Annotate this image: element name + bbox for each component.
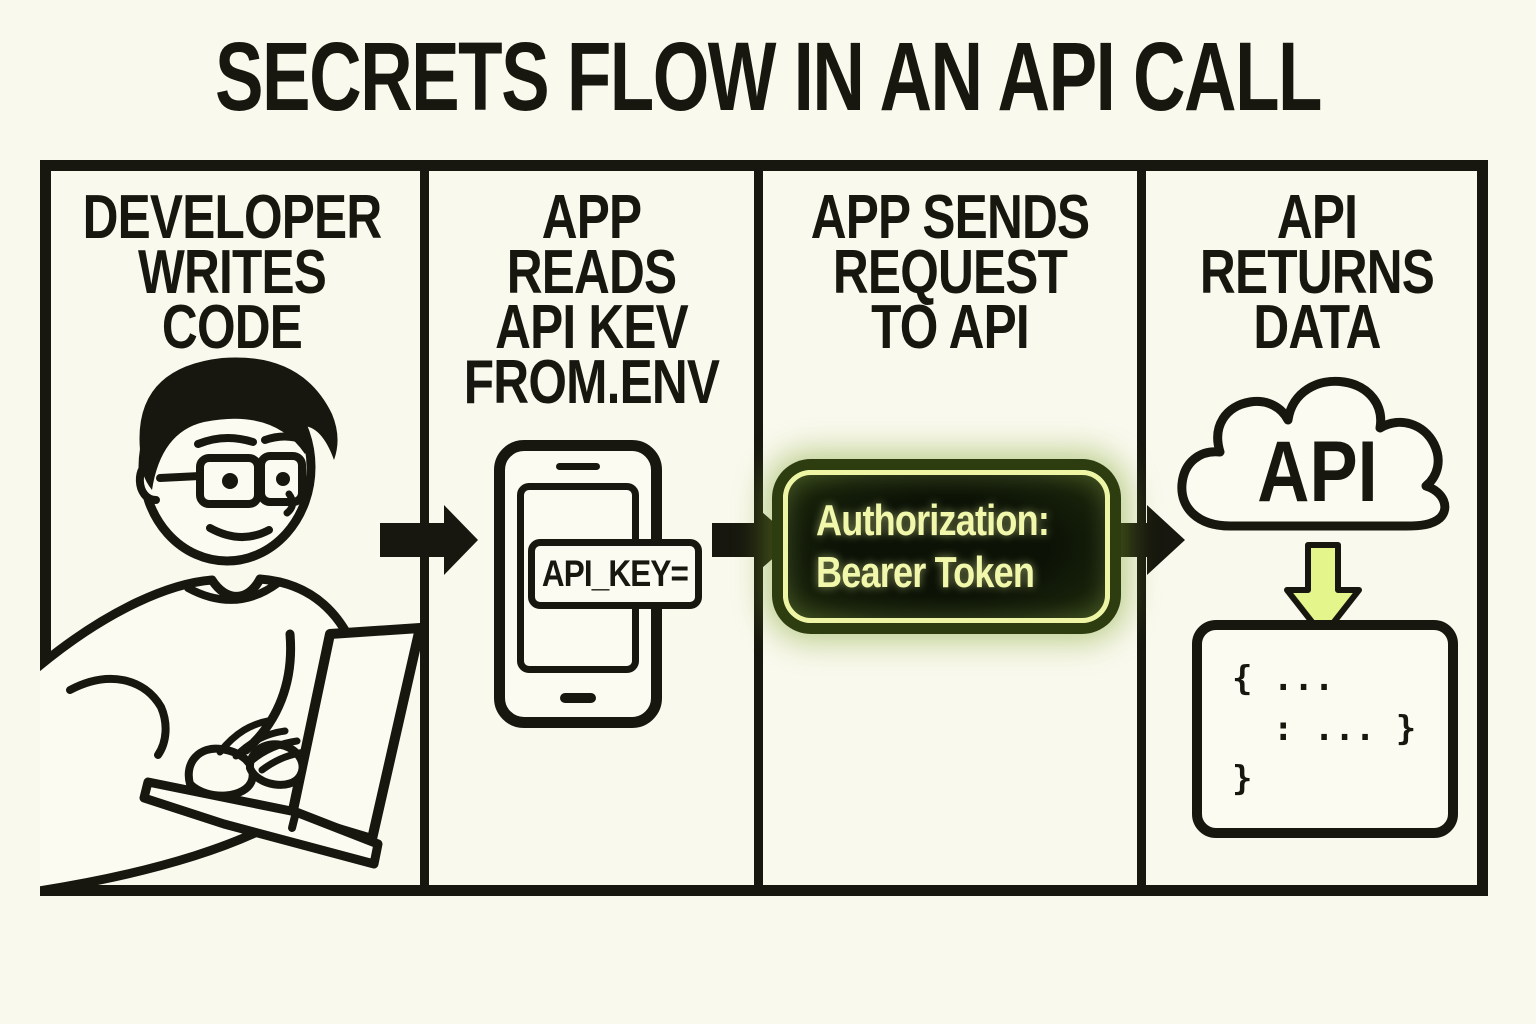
json-line: : ... } — [1232, 709, 1417, 749]
panel-1-heading: DEVELOPER WRITES CODE — [78, 183, 385, 362]
panel-4-heading: API RETURNS DATA — [1180, 183, 1454, 362]
sleeve-line — [66, 674, 170, 759]
cloud-outline — [1177, 376, 1450, 531]
api-key-label-text: API_KEY= — [541, 553, 689, 594]
finger-line — [258, 748, 309, 774]
heading-line: API KEV — [495, 293, 689, 362]
smile — [206, 524, 273, 542]
developer-at-laptop-illustration — [40, 357, 424, 890]
flow-arrow-2-icon — [712, 505, 794, 575]
heading-line: TO API — [871, 293, 1030, 362]
laptop-hinge-line — [288, 808, 300, 832]
panel-2-heading: APP READS API KEV FROM.ENV — [462, 183, 722, 417]
response-arrow-icon — [1284, 542, 1362, 639]
shirt-collar-line — [184, 579, 282, 604]
page-title: SECRETS FLOW IN AN API CALL — [215, 22, 1322, 131]
nose — [283, 490, 296, 517]
finger-line — [232, 727, 289, 760]
heading-line: READS — [506, 238, 677, 307]
heading-line: DEVELOPER — [82, 183, 383, 252]
heading-line: REQUEST — [832, 238, 1068, 307]
heading-line: RETURNS — [1199, 238, 1435, 307]
token-box: Authorization: Bearer Token — [783, 470, 1110, 623]
phone-home-button — [560, 693, 596, 703]
heading-line: DATA — [1253, 293, 1381, 362]
eye-left — [222, 473, 238, 489]
json-line: } — [1232, 759, 1253, 799]
heading-line: APP SENDS — [810, 183, 1090, 252]
token-line: Authorization: — [816, 495, 1050, 545]
hair — [139, 357, 338, 490]
left-hand — [184, 744, 257, 800]
api-cloud-icon: API — [1177, 376, 1450, 531]
flow-arrow-3-icon — [1086, 505, 1185, 575]
heading-line: WRITES — [137, 238, 327, 307]
cloud-api-label: API — [1257, 423, 1377, 519]
api-key-label: API_KEY= — [528, 539, 702, 609]
flow-frame — [40, 160, 1488, 896]
glasses-temple — [156, 472, 204, 482]
eyebrow-right — [261, 432, 307, 444]
heading-line: API — [1276, 183, 1358, 252]
phone-speaker — [556, 463, 600, 470]
finger-line — [246, 737, 301, 766]
eye-right — [276, 472, 290, 486]
json-line: { ... — [1232, 659, 1335, 699]
heading-line: APP — [541, 183, 642, 252]
heading-line: CODE — [161, 293, 303, 362]
eyebrow-left — [194, 434, 257, 448]
panel-3-heading: APP SENDS REQUEST TO API — [800, 183, 1099, 362]
token-line: Bearer Token — [816, 547, 1035, 597]
flow-arrow-1-icon — [380, 505, 478, 575]
finger-line — [216, 717, 272, 756]
heading-line: FROM.ENV — [463, 348, 720, 417]
json-response-box: { ... : ... } } — [1192, 620, 1458, 838]
